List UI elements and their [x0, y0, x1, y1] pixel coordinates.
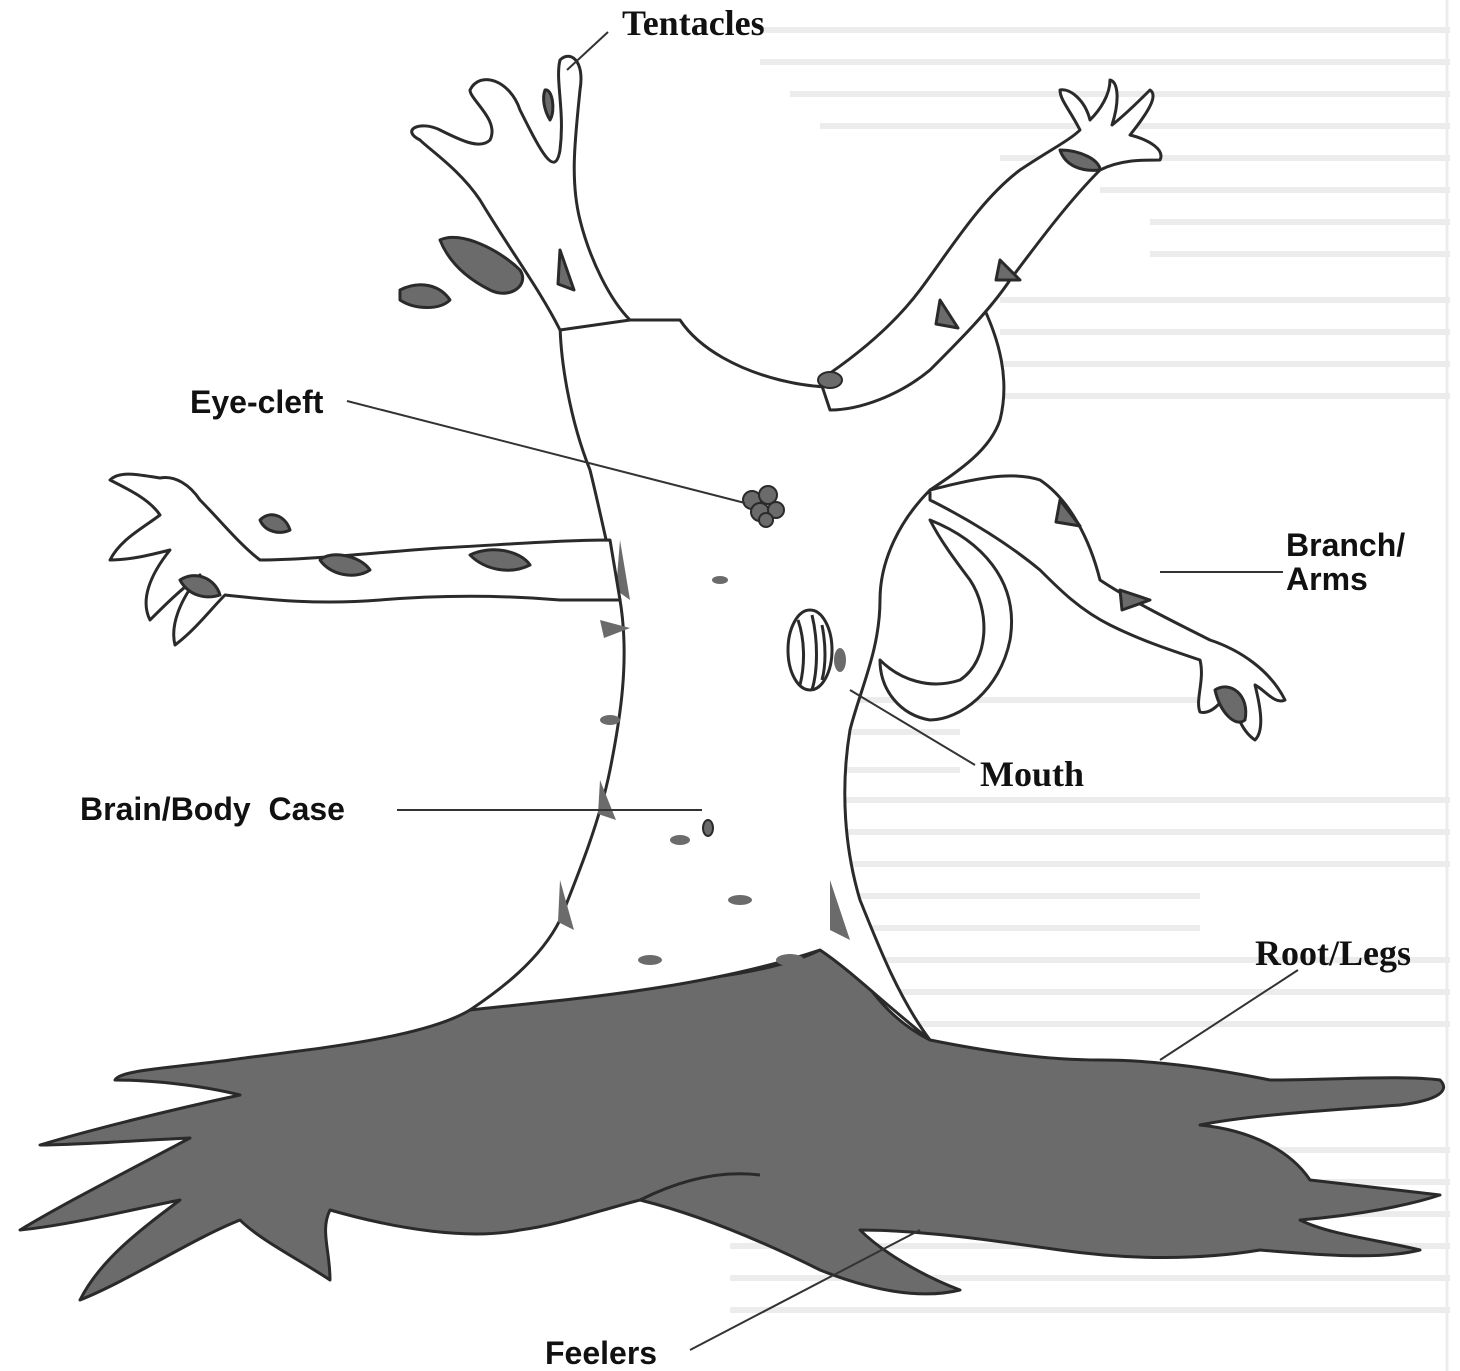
label-brain-body-case: Brain/Body Case — [80, 793, 345, 825]
label-branch-arms-line1: Branch/ — [1286, 527, 1405, 563]
label-feelers: Feelers — [545, 1337, 657, 1369]
leader-tentacles — [567, 32, 608, 70]
leader-root-legs — [1160, 970, 1298, 1060]
label-branch-arms-line2: Arms — [1286, 562, 1405, 596]
tentacles-drawing — [400, 56, 630, 330]
left-branch-arm-drawing — [110, 474, 620, 645]
label-tentacles: Tentacles — [622, 5, 765, 41]
label-branch-arms: Branch/ Arms — [1286, 528, 1405, 596]
label-root-legs: Root/Legs — [1255, 935, 1411, 971]
mouth-drawing — [788, 610, 832, 690]
label-eye-cleft: Eye-cleft — [190, 386, 323, 418]
label-mouth: Mouth — [980, 756, 1084, 792]
